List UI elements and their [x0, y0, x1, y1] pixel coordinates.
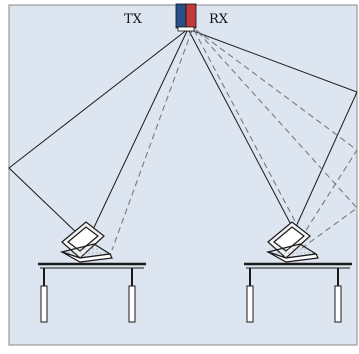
- solid-rays: [8, 28, 358, 241]
- desk-icon: [38, 262, 146, 323]
- transceiver-icon: [175, 3, 197, 32]
- ray-wall-left: [8, 28, 189, 237]
- tx-label: TX: [124, 12, 143, 27]
- ray-dashed-wall-right: [195, 29, 358, 247]
- rx-label: RX: [209, 12, 229, 27]
- tx-unit: [175, 3, 187, 29]
- laptop-icon: [59, 221, 113, 263]
- transceiver-base: [177, 26, 195, 32]
- ray-dashed-left: [111, 29, 193, 251]
- ray-los-left: [87, 28, 189, 241]
- dashed-rays: [111, 29, 358, 251]
- ray-los-right: [187, 28, 299, 239]
- desk-icon: [244, 262, 352, 323]
- laptop-icon: [265, 221, 319, 263]
- room-area: [8, 4, 358, 346]
- ray-dashed-wall-right-2: [197, 31, 358, 249]
- rx-unit: [185, 3, 197, 29]
- ray-wall-right: [187, 28, 358, 241]
